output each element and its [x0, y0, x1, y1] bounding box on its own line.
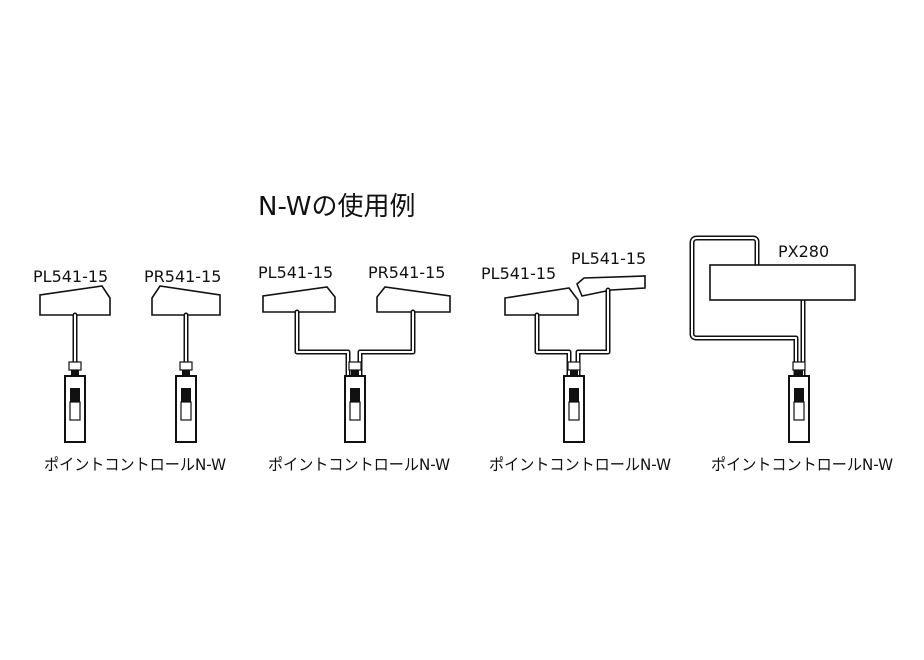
turnout-label: PL541-15	[571, 249, 646, 268]
turnout-label: PR541-15	[368, 263, 445, 282]
example-2: PL541-15 PR541-15 ポイントコントロールN-W	[258, 263, 451, 474]
right-turnout-machine	[151, 285, 221, 316]
controller-label: ポイントコントロールN-W	[711, 455, 893, 474]
point-controller-unit	[788, 361, 810, 443]
turnout-label: PL541-15	[33, 267, 108, 286]
controller-label: ポイントコントロールN-W	[268, 455, 450, 474]
example-4: PX280 ポイントコントロールN-W	[689, 235, 893, 474]
left-turnout-machine	[262, 286, 336, 313]
turnout-label: PX280	[778, 242, 829, 261]
point-controller-unit	[64, 361, 86, 443]
controller-label: ポイントコントロールN-W	[489, 455, 671, 474]
left-turnout-machine	[504, 287, 579, 316]
turnout-label: PL541-15	[481, 264, 556, 283]
turnout-label: PR541-15	[144, 267, 221, 286]
second-left-turnout-machine	[576, 275, 646, 297]
right-turnout-machine	[376, 286, 451, 313]
controller-label: ポイントコントロールN-W	[44, 455, 226, 474]
px280-unit	[709, 264, 856, 301]
example-3: PL541-15 PL541-15 ポイントコントロールN-W	[481, 249, 671, 474]
point-controller-unit	[175, 361, 197, 443]
left-turnout-machine	[39, 285, 111, 316]
turnout-label: PL541-15	[258, 263, 333, 282]
example-1: PL541-15 PR541-15 ポイントコントロールN-W	[33, 267, 226, 474]
diagram-title: N-Wの使用例	[258, 192, 416, 222]
